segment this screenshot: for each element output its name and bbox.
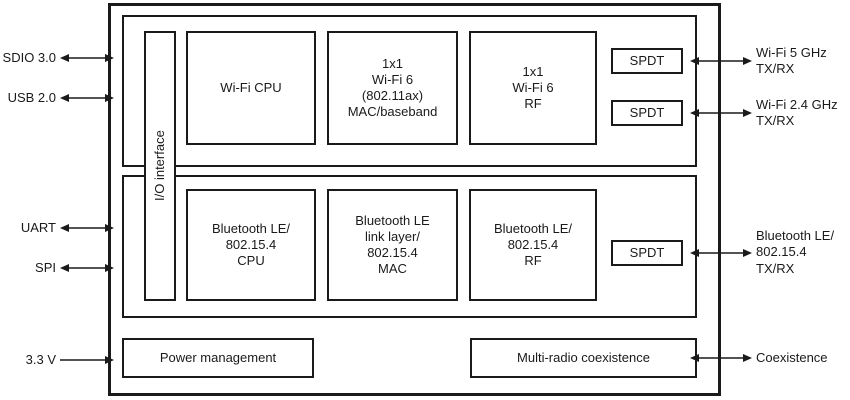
uart-connector [60,218,114,238]
io-interface-block[interactable]: I/O interface [144,31,176,301]
bluetooth-rf-block[interactable]: Bluetooth LE/ 802.15.4 RF [469,189,597,301]
usb-connector [60,88,114,108]
multi-radio-coexistence-block[interactable]: Multi-radio coexistence [470,338,697,378]
port-label-uart: UART [20,220,56,235]
power-management-block[interactable]: Power management [122,338,314,378]
wifi-24ghz-spdt-switch[interactable]: SPDT [611,100,683,126]
port-label-wifi-24ghz: Wi-Fi 2.4 GHz TX/RX [756,97,838,129]
port-label-usb: USB 2.0 [7,90,56,105]
wifi-cpu-block[interactable]: Wi-Fi CPU [186,31,316,145]
wifi-mac-baseband-block[interactable]: 1x1 Wi-Fi 6 (802.11ax) MAC/baseband [327,31,458,145]
port-label-sdio: SDIO 3.0 [2,50,56,65]
bluetooth-link-layer-mac-block[interactable]: Bluetooth LE link layer/ 802.15.4 MAC [327,189,458,301]
wifi-5ghz-spdt-switch[interactable]: SPDT [611,48,683,74]
wifi-rf-block[interactable]: 1x1 Wi-Fi 6 RF [469,31,597,145]
bluetooth-cpu-block[interactable]: Bluetooth LE/ 802.15.4 CPU [186,189,316,301]
port-label-bluetooth-rf: Bluetooth LE/ 802.15.4 TX/RX [756,228,835,276]
sdio-connector [60,48,114,68]
port-label-coexistence: Coexistence [756,350,828,365]
port-label-power-supply: 3.3 V [25,352,56,367]
power-supply-connector [60,350,114,370]
port-label-wifi-5ghz: Wi-Fi 5 GHz TX/RX [756,45,827,77]
spi-connector [60,258,114,278]
bluetooth-spdt-switch[interactable]: SPDT [611,240,683,266]
port-label-spi: SPI [35,260,56,275]
